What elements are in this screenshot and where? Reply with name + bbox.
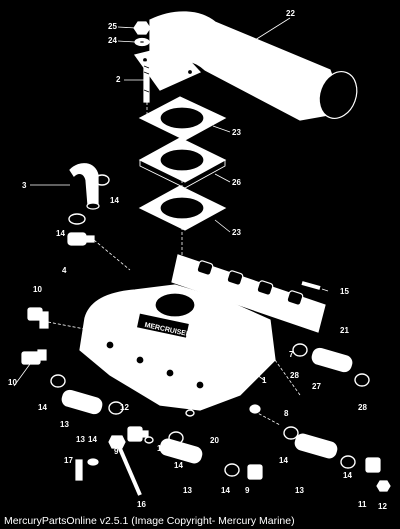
hose — [61, 347, 353, 464]
callout-label: 8 — [284, 409, 289, 418]
callout-label: 7 — [289, 350, 294, 359]
bolts-and-washers — [75, 409, 195, 496]
callout-label: 10 — [33, 285, 42, 294]
callout-label: 19 — [157, 444, 166, 453]
callout-label: 14 — [110, 196, 119, 205]
callout-label: 28 — [358, 403, 367, 412]
exhaust-manifold: MERCRUISER — [79, 284, 276, 411]
nut-and-washer — [133, 21, 151, 47]
callout-label: 9 — [245, 486, 250, 495]
hose-elbow — [69, 163, 100, 210]
callout-label: 14 — [38, 403, 47, 412]
callout-label: 28 — [290, 371, 299, 380]
gasket-upper — [138, 96, 227, 141]
drain-plug — [223, 321, 270, 414]
callout-label: 16 — [137, 500, 146, 509]
callout-label: 25 — [108, 22, 117, 31]
exhaust-gasket — [171, 254, 326, 333]
callout-label: 24 — [108, 36, 117, 45]
copyright-footer: MercuryPartsOnline v2.5.1 (Image Copyrig… — [0, 514, 400, 529]
fitting — [67, 232, 95, 246]
callout-label: 21 — [340, 326, 349, 335]
callout-label: 23 — [232, 128, 241, 137]
callout-label: 13 — [60, 420, 69, 429]
callout-label: 13 — [76, 435, 85, 444]
callout-label: 18 — [188, 397, 197, 406]
callout-label: 2 — [116, 75, 121, 84]
callout-label: 27 — [312, 382, 321, 391]
hose-clamps-lower — [50, 343, 370, 477]
callout-label: 13 — [183, 486, 192, 495]
spacer-plate — [138, 137, 227, 189]
callout-label: 3 — [22, 181, 27, 190]
callout-label: 11 — [358, 500, 367, 509]
callout-label: 9 — [114, 447, 119, 456]
long-stud — [301, 281, 321, 290]
callout-label: 4 — [62, 266, 67, 275]
callout-label: 14 — [88, 435, 97, 444]
exhaust-manifold-exploded-diagram: MERCRUISER — [8, 9, 391, 511]
callout-label: 14 — [279, 456, 288, 465]
exhaust-elbow — [133, 11, 358, 121]
callout-label: 6 — [258, 344, 263, 353]
assembly-lines — [47, 102, 301, 426]
callout-label: 15 — [340, 287, 349, 296]
callout-label: 12 — [378, 502, 387, 511]
gasket-lower — [138, 185, 227, 231]
leader-lines — [13, 17, 329, 387]
callout-label: 14 — [56, 229, 65, 238]
callout-label: 26 — [232, 178, 241, 187]
callout-label: 14 — [221, 486, 230, 495]
callout-label: 14 — [343, 471, 352, 480]
tee-fittings — [127, 426, 391, 492]
elbow-fitting — [21, 307, 49, 365]
hose-clamp — [68, 174, 110, 225]
callout-label: 1 — [262, 376, 267, 385]
callout-label: 22 — [286, 9, 295, 18]
callout-label: 23 — [232, 228, 241, 237]
callout-label: 10 — [8, 378, 17, 387]
callout-label: 14 — [174, 461, 183, 470]
callout-label: 5 — [255, 327, 260, 336]
callout-label: 12 — [120, 403, 129, 412]
callout-label: 20 — [210, 436, 219, 445]
callout-labels: 25 24 22 2 23 26 3 14 14 23 4 15 10 5 6 … — [8, 9, 387, 511]
callout-label: 13 — [295, 486, 304, 495]
stud — [143, 61, 150, 103]
callout-label: 17 — [64, 456, 73, 465]
